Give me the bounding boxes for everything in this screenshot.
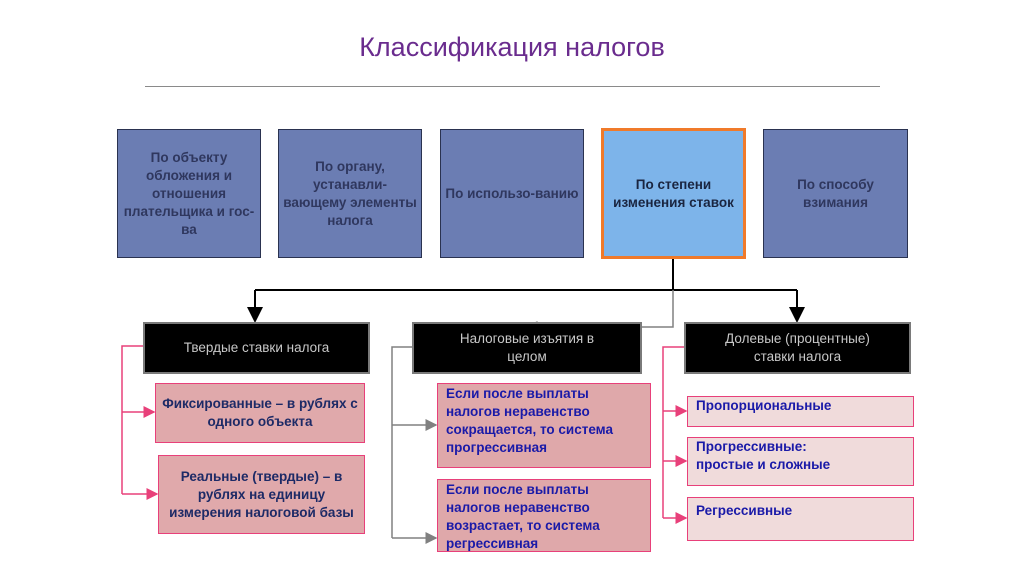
title-divider bbox=[145, 86, 880, 87]
category-authority: По органу, устанавли-вающему элементы на… bbox=[278, 129, 422, 258]
total-item: Если после выплаты налогов неравенство в… bbox=[437, 479, 651, 552]
fixed-rates-box: Твердые ставки налога bbox=[143, 322, 370, 374]
percent-rates-box: Долевые (процентные) ставки налога bbox=[684, 322, 911, 374]
percent-item: Прогрессивные: простые и сложные bbox=[687, 437, 914, 486]
category-collection: По способу взимания bbox=[763, 129, 908, 258]
category-usage: По использо-ванию bbox=[440, 129, 584, 258]
fixed-connector bbox=[121, 345, 159, 500]
total-connector bbox=[391, 346, 438, 544]
percent-connector bbox=[662, 346, 688, 524]
percent-item: Регрессивные bbox=[687, 497, 914, 541]
page-title: Классификация налогов bbox=[359, 32, 665, 62]
total-withdrawals-box: Налоговые изъятия в целом bbox=[412, 322, 642, 374]
main-connector bbox=[247, 258, 805, 323]
category-object: По объекту обложения и отношения платель… bbox=[117, 129, 261, 258]
category-rate-change: По степени изменения ставок bbox=[601, 128, 746, 259]
total-item: Если после выплаты налогов неравенство с… bbox=[437, 383, 651, 468]
fixed-item: Фиксированные – в рублях с одного объект… bbox=[155, 383, 365, 443]
percent-item: Пропорциональные bbox=[687, 396, 914, 427]
fixed-item: Реальные (твердые) – в рублях на единицу… bbox=[158, 455, 365, 534]
